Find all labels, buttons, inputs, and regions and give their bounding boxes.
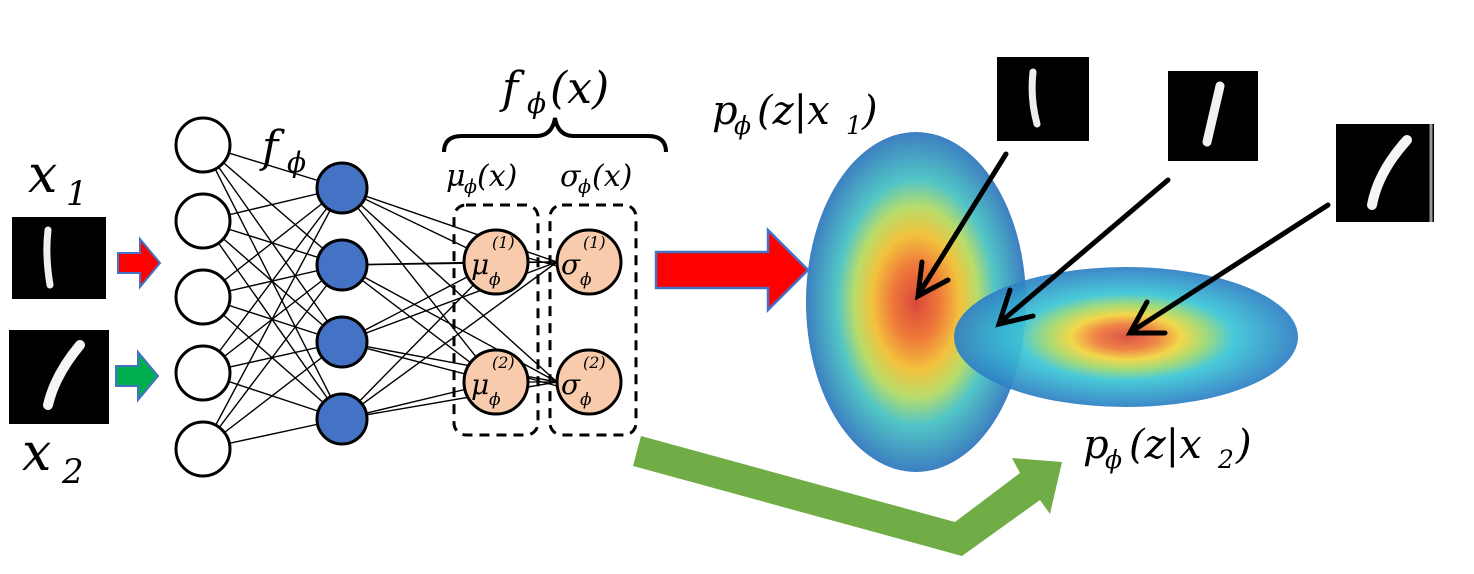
mu-group-box (452, 203, 540, 437)
mu-node-2-sub: ϕ (489, 390, 501, 410)
input-node-3 (174, 268, 232, 326)
mu-node-1-symbol: μ (471, 248, 489, 281)
p-x1-arg: (z|x (757, 88, 830, 134)
input-node-1 (174, 116, 232, 174)
sigma-node-2: σ (2) ϕ (555, 348, 623, 416)
sigma-node-1: σ (1) ϕ (555, 228, 623, 296)
mu-phi-x-arg: (x) (477, 159, 517, 194)
p-x2-sub: 2 (1217, 445, 1234, 474)
input-node-5 (174, 420, 232, 478)
sigma-phi-x-arg: (x) (592, 159, 632, 194)
mu-node-1: μ (1) ϕ (462, 228, 530, 296)
x2-subscript: 2 (61, 452, 84, 492)
hidden-node-4 (315, 392, 369, 446)
p-x2-arg: (z|x (1129, 422, 1202, 468)
mu-node-2: μ (2) ϕ (462, 348, 530, 416)
p-x1-label: p (712, 88, 738, 134)
edge-hidden-0-mu-1 (341, 187, 497, 383)
x1-subscript: 1 (66, 174, 88, 214)
f-phi-x-label: f (499, 63, 525, 114)
input-node-2 (174, 192, 232, 250)
mu-sigma-links (527, 257, 558, 387)
f-phi-subscript: ϕ (287, 146, 306, 179)
sigma-node-2-symbol: σ (561, 368, 581, 401)
distribution-x2 (954, 267, 1298, 407)
p-x2-label: p (1083, 422, 1109, 468)
hidden-node-1 (315, 161, 369, 215)
f-phi-label: f (259, 122, 285, 173)
sample-image-2 (1168, 71, 1258, 161)
f-phi-x-arg: (x) (550, 63, 609, 114)
p-x2-phi: ϕ (1105, 445, 1122, 474)
input-layer (174, 116, 232, 478)
p-x1-sub: 1 (846, 111, 862, 140)
mu-node-2-sup: (2) (492, 353, 515, 372)
hidden-layer (315, 161, 369, 446)
mu-phi-x-label: μ (446, 159, 466, 194)
sigma-node-2-sub: ϕ (580, 390, 592, 410)
input-node-4 (174, 344, 232, 402)
edge-input-3-hidden-0 (202, 187, 343, 374)
red-output-arrow (654, 226, 810, 314)
mu-phi-x-subscript: ϕ (464, 176, 477, 198)
sample-image-3 (1336, 124, 1434, 222)
sigma-phi-x-subscript: ϕ (578, 176, 591, 198)
mu-node-1-sub: ϕ (489, 270, 501, 290)
p-x2-close: ) (1235, 422, 1252, 468)
p-x1-close: ) (861, 88, 878, 134)
sigma-node-2-sup: (2) (583, 353, 606, 372)
edge-input-4-hidden-2 (202, 341, 343, 450)
hidden-node-3 (315, 315, 369, 369)
x1-label: x (28, 145, 57, 205)
edge-hidden-3-sigma-0 (341, 261, 558, 420)
x2-label: x (22, 423, 51, 483)
edge-hidden-3-mu-0 (341, 261, 497, 420)
f-phi-x-subscript: ϕ (527, 87, 546, 120)
sigma-phi-x-label: σ (560, 159, 582, 194)
input-arrow-red (117, 236, 162, 290)
edge-input-2-hidden-0 (202, 187, 343, 298)
edge-hidden-1-sigma-1 (341, 264, 558, 383)
mu-node-1-sup: (1) (492, 233, 515, 252)
hidden-node-2 (315, 238, 369, 292)
output-brace (442, 117, 668, 153)
input-image-x1 (12, 217, 106, 299)
pointer-arrows (914, 151, 1331, 336)
edge-input-4-hidden-1 (202, 264, 343, 450)
input-arrow-green (115, 349, 160, 403)
edge-input-4-hidden-0 (202, 187, 343, 450)
edge-hidden-0-sigma-1 (341, 187, 558, 383)
sigma-node-1-sub: ϕ (580, 270, 592, 290)
green-output-arrow (633, 436, 1062, 556)
input-image-x2 (9, 330, 109, 424)
p-x1-phi: ϕ (734, 111, 751, 140)
sample-image-1 (997, 57, 1089, 141)
distribution-x1 (806, 132, 1026, 472)
sigma-node-1-symbol: σ (561, 248, 581, 281)
mu-node-2-symbol: μ (471, 368, 489, 401)
sigma-node-1-sup: (1) (583, 233, 606, 252)
